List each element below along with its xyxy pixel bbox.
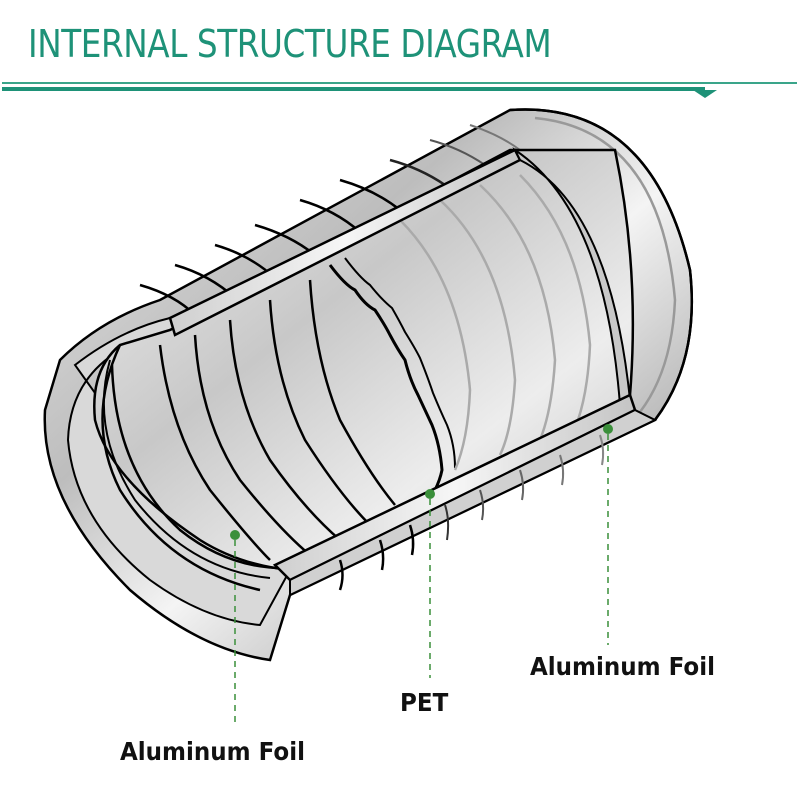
header-divider-thin (2, 82, 797, 84)
callout-label-inner-foil: Aluminum Foil (120, 737, 305, 766)
callout-outer-foil-leader (603, 424, 613, 645)
callout-dot-pet (425, 489, 435, 499)
header-divider-arrow-icon (693, 90, 717, 98)
header-divider-thick (2, 87, 705, 91)
pet-layer-edge (168, 147, 658, 597)
callout-dot-outer-foil (603, 424, 613, 434)
page-title: INTERNAL STRUCTURE DIAGRAM (28, 22, 552, 66)
callout-label-outer-foil: Aluminum Foil (530, 652, 715, 681)
callout-label-pet: PET (400, 688, 449, 717)
callout-pet-leader (425, 489, 435, 678)
callout-dot-inner-foil (230, 530, 240, 540)
callout-inner-foil-leader (230, 530, 240, 725)
